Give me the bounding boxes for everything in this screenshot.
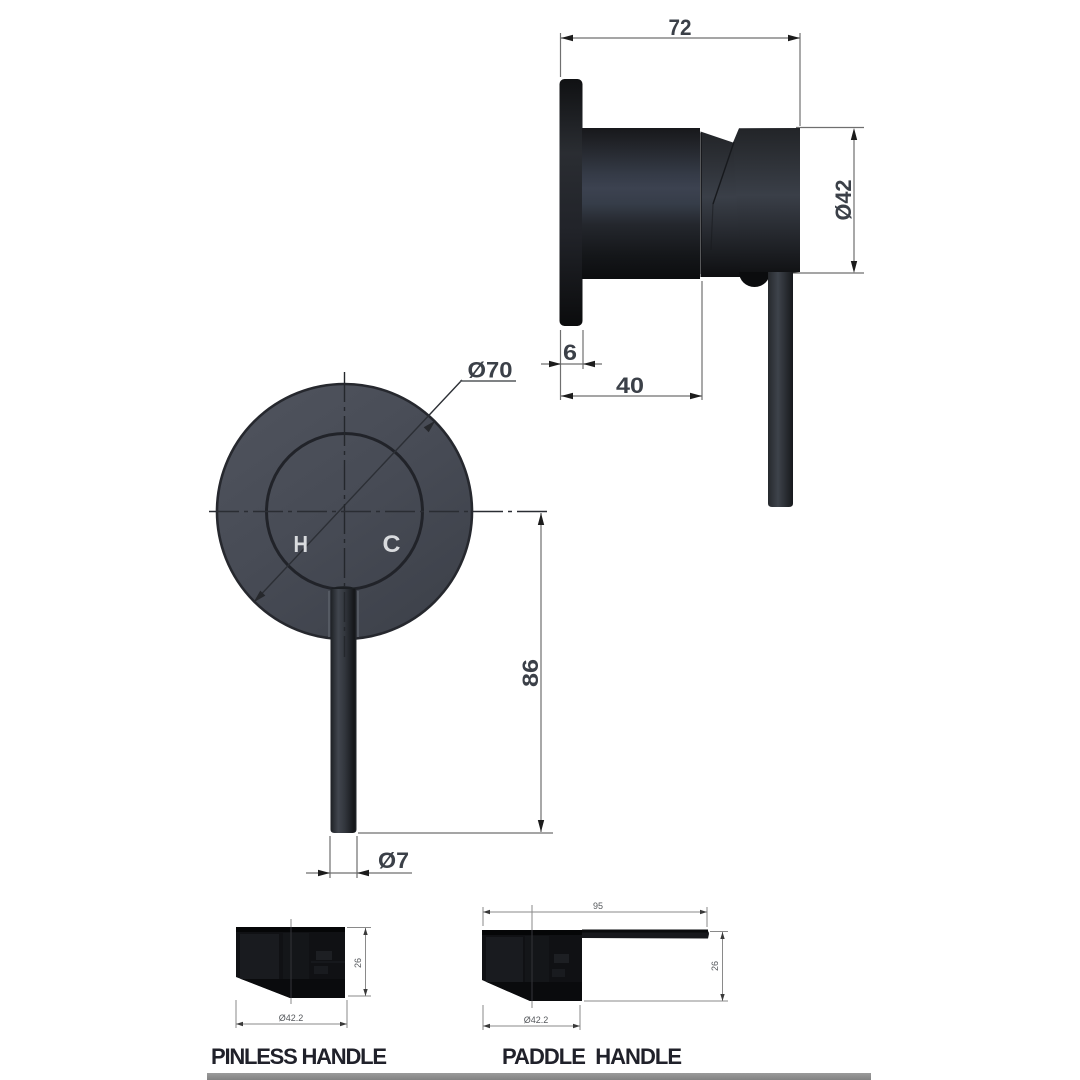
svg-text:40: 40 bbox=[616, 373, 644, 398]
svg-text:PINLESS HANDLE: PINLESS HANDLE bbox=[211, 1044, 387, 1069]
svg-text:C: C bbox=[383, 531, 401, 558]
svg-text:H: H bbox=[294, 531, 309, 557]
svg-text:Ø7: Ø7 bbox=[378, 848, 409, 873]
svg-text:Ø42.2: Ø42.2 bbox=[279, 1013, 304, 1023]
svg-text:26: 26 bbox=[710, 961, 720, 971]
svg-text:86: 86 bbox=[518, 659, 543, 687]
svg-text:72: 72 bbox=[669, 15, 692, 40]
svg-text:Ø70: Ø70 bbox=[468, 358, 513, 383]
svg-text:95: 95 bbox=[593, 901, 603, 911]
svg-text:6: 6 bbox=[563, 340, 577, 365]
svg-text:Ø42: Ø42 bbox=[831, 180, 856, 221]
svg-text:Ø42.2: Ø42.2 bbox=[524, 1015, 549, 1025]
svg-text:PADDLE HANDLE: PADDLE HANDLE bbox=[502, 1044, 682, 1069]
svg-text:26: 26 bbox=[353, 958, 363, 968]
